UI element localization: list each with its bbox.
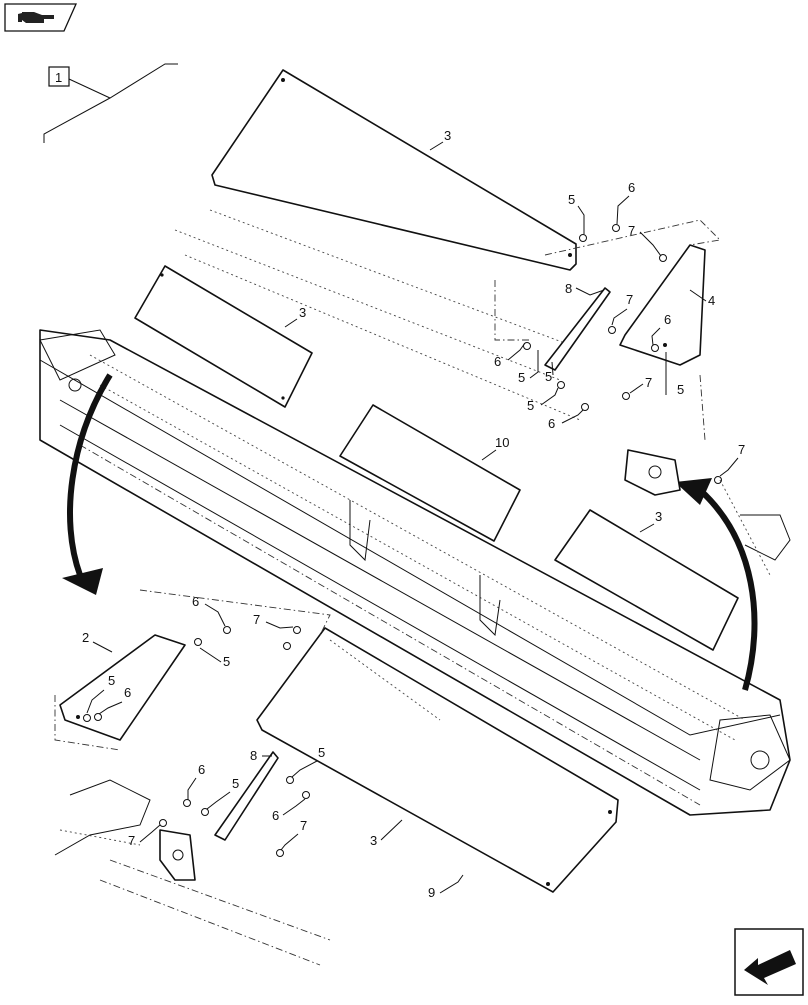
callout-5: 5 xyxy=(527,398,534,413)
bracket-upper-right xyxy=(494,219,721,441)
mount-block-upper xyxy=(624,449,681,496)
callout-9: 9 xyxy=(428,885,435,900)
callout-5: 5 xyxy=(223,654,230,669)
header-frame xyxy=(39,329,791,816)
callout-5: 5 xyxy=(677,382,684,397)
callout-7: 7 xyxy=(128,833,135,848)
callout-6: 6 xyxy=(192,594,199,609)
cover-panel-small-left xyxy=(134,265,313,408)
callout-6: 6 xyxy=(664,312,671,327)
hand-pointing-right-icon xyxy=(4,3,78,32)
callout-2: 2 xyxy=(82,630,89,645)
hardware-fasteners xyxy=(83,224,722,857)
callout-3: 3 xyxy=(444,128,451,143)
callout-3: 3 xyxy=(655,509,662,524)
callout-7: 7 xyxy=(300,818,307,833)
assembly-reference: 1 xyxy=(43,63,178,143)
callout-4: 4 xyxy=(708,293,715,308)
curved-arrow-left xyxy=(62,373,113,595)
callout-5: 5 xyxy=(568,192,575,207)
callout-7: 7 xyxy=(628,223,635,238)
cover-panel-upper xyxy=(174,69,581,421)
callout-labels: 3 5 6 7 3 8 7 4 6 6 5 5 7 5 6 5 10 7 3 xyxy=(82,128,745,900)
callout-7: 7 xyxy=(626,292,633,307)
callout-6: 6 xyxy=(628,180,635,195)
callout-3: 3 xyxy=(370,833,377,848)
previous-page-button[interactable] xyxy=(4,3,78,32)
arrow-down-left-icon xyxy=(734,928,804,996)
callout-6: 6 xyxy=(272,808,279,823)
callout-5: 5 xyxy=(108,673,115,688)
callout-7: 7 xyxy=(253,612,260,627)
callout-5: 5 xyxy=(545,369,552,384)
strut-upper xyxy=(544,287,611,371)
next-page-button[interactable] xyxy=(734,928,804,996)
cover-panel-center xyxy=(339,404,521,542)
callout-3: 3 xyxy=(299,305,306,320)
callout-7: 7 xyxy=(738,442,745,457)
callout-8: 8 xyxy=(250,748,257,763)
strut-lower xyxy=(214,751,279,841)
callout-7: 7 xyxy=(645,375,652,390)
side-frame-right xyxy=(719,479,791,576)
callout-8: 8 xyxy=(565,281,572,296)
callout-6: 6 xyxy=(494,354,501,369)
curved-arrow-right xyxy=(675,478,758,691)
cover-panel-small-right xyxy=(554,509,739,651)
bracket-lower-left xyxy=(54,589,331,751)
callout-5: 5 xyxy=(318,745,325,760)
callout-5: 5 xyxy=(232,776,239,791)
callout-6: 6 xyxy=(124,685,131,700)
mount-block-lower xyxy=(54,779,331,966)
callout-6: 6 xyxy=(198,762,205,777)
cover-panel-lower xyxy=(256,627,619,893)
callout-6: 6 xyxy=(548,416,555,431)
callout-10: 10 xyxy=(495,435,509,450)
callout-5: 5 xyxy=(518,370,525,385)
assembly-reference-number: 1 xyxy=(55,70,62,85)
